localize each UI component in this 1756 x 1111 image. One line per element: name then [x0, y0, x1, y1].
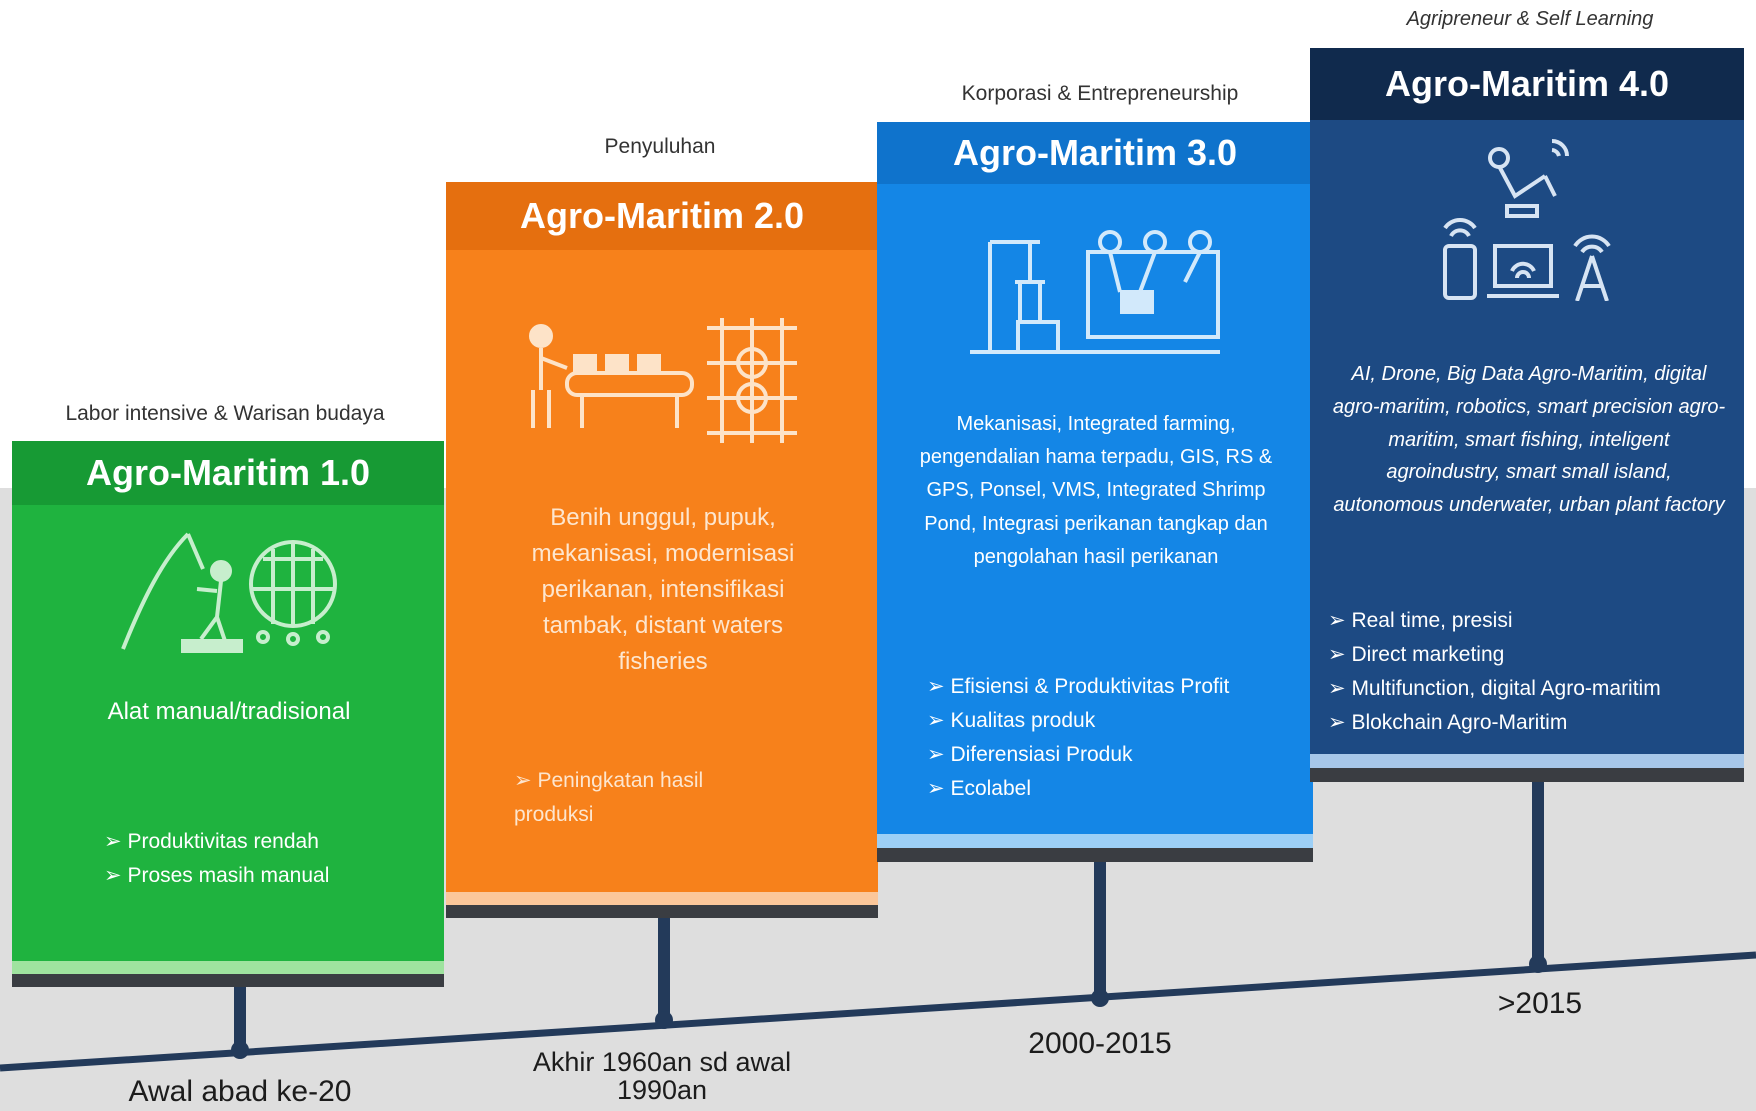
list-item: Peningkatan hasil produksi	[514, 764, 744, 832]
era-2-title: Agro-Maritim 2.0	[446, 182, 878, 250]
era-1-panel: Agro-Maritim 1.0 Alat manual/tradisional…	[12, 441, 444, 987]
era-1-description: Alat manual/tradisional	[107, 698, 351, 725]
era-2-footer	[446, 892, 878, 918]
era-2-caption: Penyuluhan	[604, 135, 716, 158]
list-item: Efisiensi & Produktivitas Profit	[927, 670, 1307, 704]
era-1-title: Agro-Maritim 1.0	[12, 441, 444, 505]
era-3-bullets: Efisiensi & Produktivitas Profit Kualita…	[927, 670, 1307, 806]
era-2-date: Akhir 1960an sd awal 1990an	[532, 1047, 792, 1106]
fisherman-net-icon	[12, 529, 444, 664]
conveyor-network-icon	[446, 318, 878, 448]
era-3-title: Agro-Maritim 3.0	[877, 122, 1313, 184]
era-1-footer	[12, 961, 444, 987]
era-4-panel: Agro-Maritim 4.0 AI, Drone, Big Data Agr…	[1310, 48, 1744, 782]
timeline-node-4	[1529, 955, 1547, 973]
era-4-bullets: Real time, presisi Direct marketing Mult…	[1328, 604, 1740, 740]
era-3-footer	[877, 834, 1313, 862]
timeline-line	[0, 951, 1756, 1072]
timeline-node-2	[655, 1011, 673, 1029]
timeline-node-3	[1091, 989, 1109, 1007]
era-2-panel: Agro-Maritim 2.0 Benih unggul, pupuk, me…	[446, 182, 878, 918]
era-3-date: 2000-2015	[1028, 1027, 1172, 1060]
era-1-date: Awal abad ke-20	[128, 1075, 352, 1108]
list-item: Direct marketing	[1328, 638, 1740, 672]
factory-robot-arm-icon	[877, 222, 1313, 362]
era-3-caption: Korporasi & Entrepreneurship	[961, 82, 1239, 105]
era-3-description: Mekanisasi, Integrated farming, pengenda…	[919, 413, 1273, 568]
era-2-bullets: Peningkatan hasil produksi	[514, 764, 744, 832]
era-3-panel: Agro-Maritim 3.0 Mekanisasi, Integrated …	[877, 122, 1313, 862]
era-1-bullets: Produktivitas rendah Proses masih manual	[104, 825, 434, 893]
list-item: Blokchain Agro-Maritim	[1328, 706, 1740, 740]
list-item: Ecolabel	[927, 772, 1307, 806]
timeline-node-1	[231, 1041, 249, 1059]
list-item: Kualitas produk	[927, 704, 1307, 738]
era-2-description: Benih unggul, pupuk, mekanisasi, moderni…	[531, 504, 795, 675]
era-4-title: Agro-Maritim 4.0	[1310, 48, 1744, 120]
era-4-footer	[1310, 754, 1744, 782]
list-item: Proses masih manual	[104, 859, 434, 893]
list-item: Produktivitas rendah	[104, 825, 434, 859]
era-4-description: AI, Drone, Big Data Agro-Maritim, digita…	[1332, 363, 1726, 517]
era-4-caption: Agripreneur & Self Learning	[1406, 8, 1654, 30]
era-4-date: >2015	[1497, 987, 1583, 1020]
list-item: Multifunction, digital Agro-maritim	[1328, 672, 1740, 706]
robot-devices-icon	[1310, 136, 1744, 306]
list-item: Diferensiasi Produk	[927, 738, 1307, 772]
era-1-caption: Labor intensive & Warisan budaya	[65, 402, 385, 425]
list-item: Real time, presisi	[1328, 604, 1740, 638]
